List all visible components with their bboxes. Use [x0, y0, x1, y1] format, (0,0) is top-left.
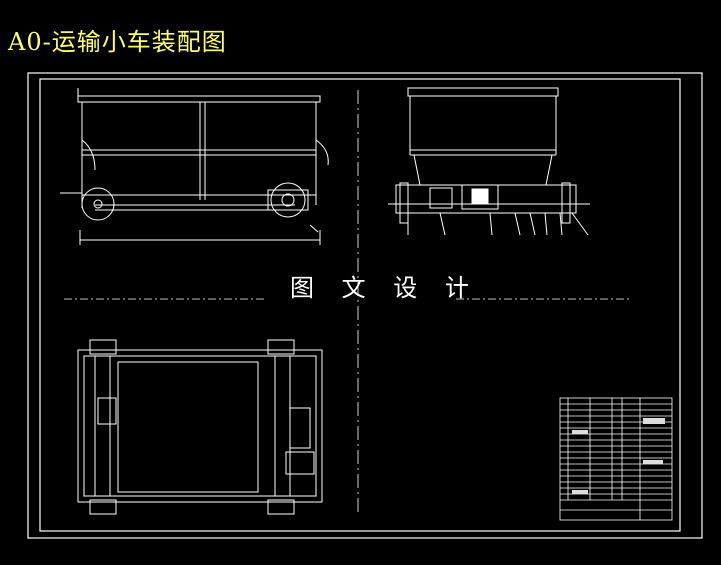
parts-list-title-block — [559, 397, 673, 521]
front-view — [60, 88, 329, 245]
drawing-title: A0-运输小车装配图 — [8, 28, 227, 56]
side-view — [388, 87, 590, 236]
inner-frame — [39, 78, 681, 532]
outer-frame — [27, 72, 703, 539]
plan-view — [77, 339, 323, 515]
watermark-text: 图 文 设 计 — [290, 274, 479, 302]
